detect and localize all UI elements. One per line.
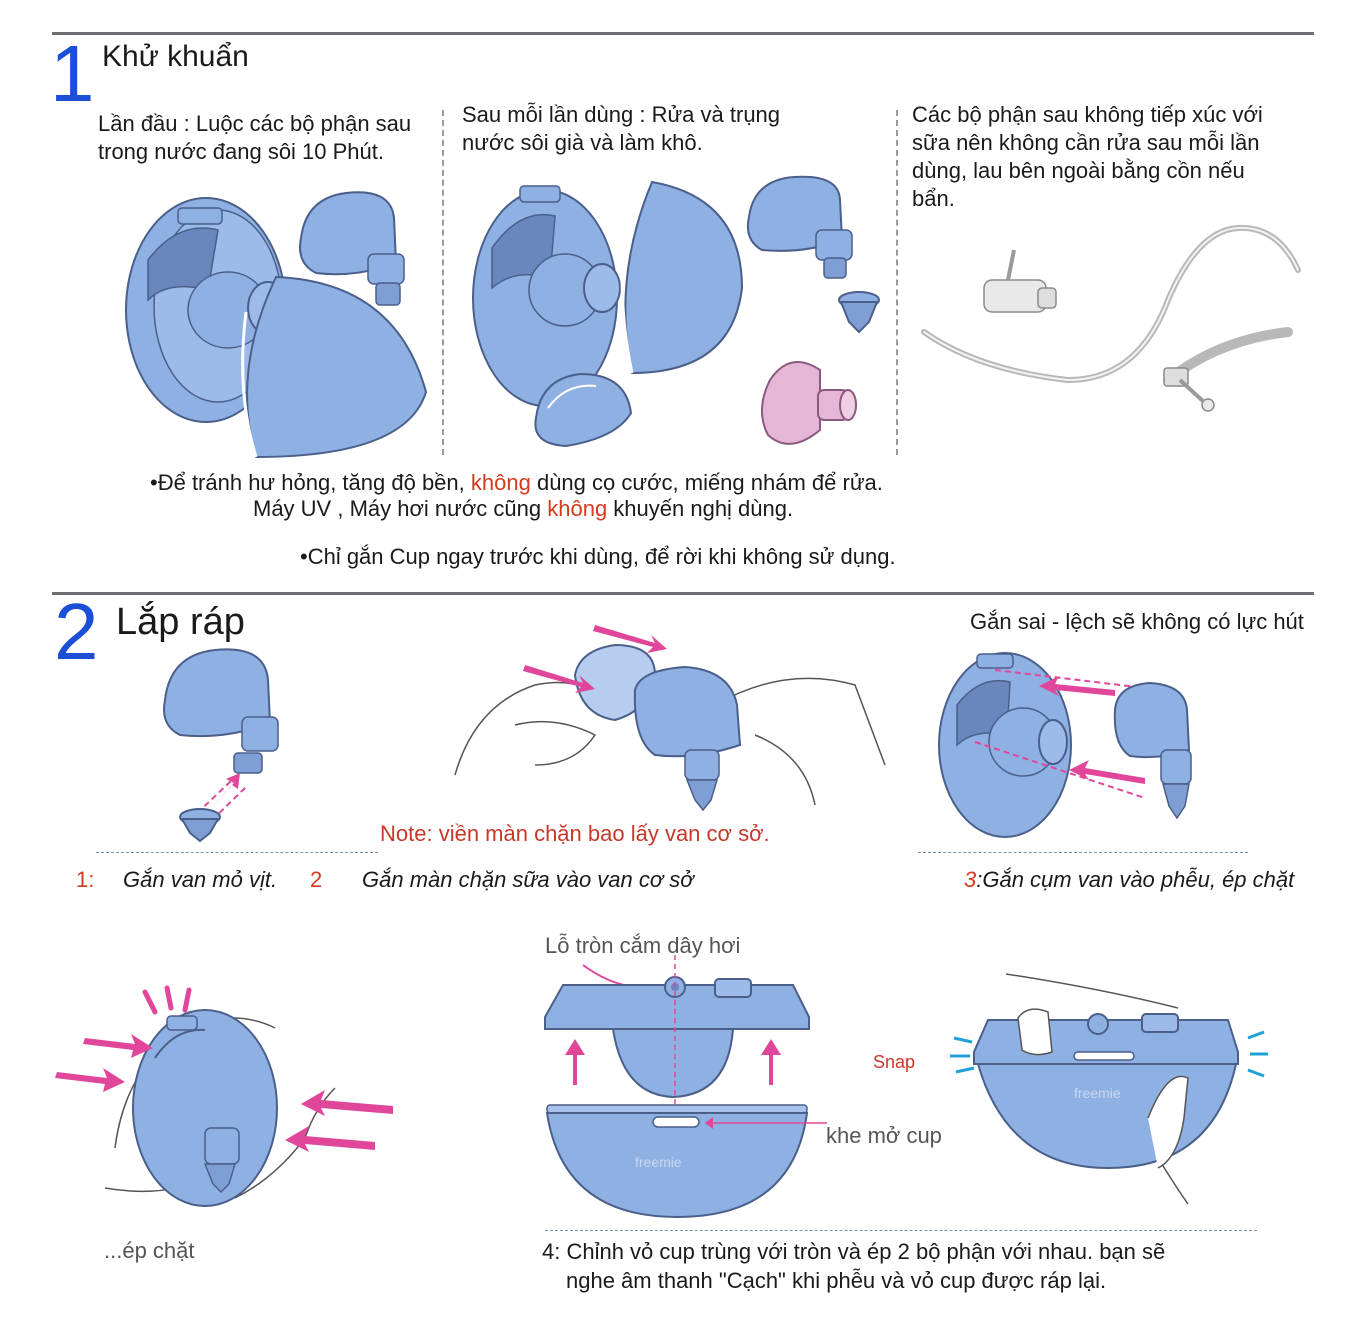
sterilize-first-time-text: Lần đầu : Luộc các bộ phận sau trong nướ…: [98, 111, 412, 164]
cup-slot-label: khe mở cup: [826, 1123, 942, 1148]
flange-illustration-2: [472, 185, 621, 407]
step3-number: 3: [964, 867, 977, 892]
membrane-illustration: [534, 372, 633, 448]
shield-illustration-2: [746, 175, 853, 279]
step2-number: 2: [310, 867, 323, 892]
warning-part2: dùng cọ cước, miếng nhám để rửa.: [530, 470, 883, 495]
step4-line1: 4: Chỉnh vỏ cup trùng với tròn và ép 2 b…: [542, 1239, 1166, 1264]
step3-label: 3:Gắn cụm van vào phễu, ép chặt: [964, 866, 1294, 894]
step3-divider: [918, 852, 1248, 853]
snap-illustration: freemie: [950, 973, 1268, 1205]
step1-2-divider: [96, 852, 378, 853]
membrane-note: Note: viền màn chặn bao lấy van cơ sở.: [380, 821, 770, 846]
step2-illustration: [454, 625, 886, 812]
cleaning-warning: •Để tránh hư hỏng, tăng độ bền, không dù…: [150, 470, 970, 522]
section2-title: Lắp ráp: [116, 601, 245, 643]
shield-illustration-1: [299, 191, 405, 306]
column-divider-2: [896, 110, 898, 455]
step3-text: :Gắn cụm van vào phễu, ép chặt: [976, 867, 1295, 892]
step4-line2: nghe âm thanh "Cạch" khi phễu và vỏ cup …: [566, 1268, 1107, 1293]
warning-red2: không: [547, 496, 608, 521]
duckbill-valve-illustration: [838, 291, 880, 334]
tubing-illustration: [921, 224, 1301, 412]
snap-brand-mark: freemie: [1074, 1085, 1121, 1101]
cup-attach-note: •Chỉ gắn Cup ngay trước khi dùng, để rời…: [300, 544, 896, 569]
step2-text: Gắn màn chặn sữa vào van cơ sở: [362, 867, 694, 892]
step1-number: 1:: [76, 867, 95, 892]
warning-part1: •Để tránh hư hỏng, tăng độ bền,: [150, 470, 471, 495]
wrong-fit-warning: Gắn sai - lệch sẽ không có lực hút: [970, 609, 1304, 634]
sterilize-after-use-text: Sau mỗi lần dùng : Rửa và trụng nước sôi…: [462, 102, 781, 155]
step3-illustration: [938, 652, 1192, 838]
section2-top-rule: [52, 592, 1314, 595]
cup-illustration-1: [241, 275, 428, 459]
press-caption: ...ép chặt: [104, 1238, 195, 1263]
section1-top-rule: [52, 32, 1314, 35]
cup-illustration-2: [620, 180, 744, 375]
section1-number: 1: [50, 29, 95, 118]
section1-title: Khử khuẩn: [102, 40, 249, 73]
warning-part3: Máy UV , Máy hơi nước cũng: [253, 496, 548, 521]
no-wash-parts-text: Các bộ phận sau không tiếp xúc với sữa n…: [912, 102, 1263, 211]
snap-label: Snap: [873, 1052, 916, 1072]
section2-number: 2: [54, 587, 99, 676]
step1-text: Gắn van mỏ vịt.: [123, 867, 278, 892]
step1-illustration: [163, 648, 279, 843]
step4-divider: [545, 1230, 1257, 1231]
cup-brand-mark: freemie: [635, 1154, 682, 1170]
air-hole-label: Lỗ tròn cắm dây hơi: [545, 933, 741, 958]
cup-exploded-illustration: freemie: [544, 955, 827, 1219]
warning-part4: khuyến nghị dùng.: [607, 496, 794, 521]
warning-red1: không: [470, 470, 531, 495]
pink-insert-illustration: [761, 361, 857, 445]
step4-instruction: 4: Chỉnh vỏ cup trùng với tròn và ép 2 b…: [542, 1237, 1165, 1295]
press-illustration: [55, 985, 393, 1207]
column-divider-1: [442, 110, 444, 455]
